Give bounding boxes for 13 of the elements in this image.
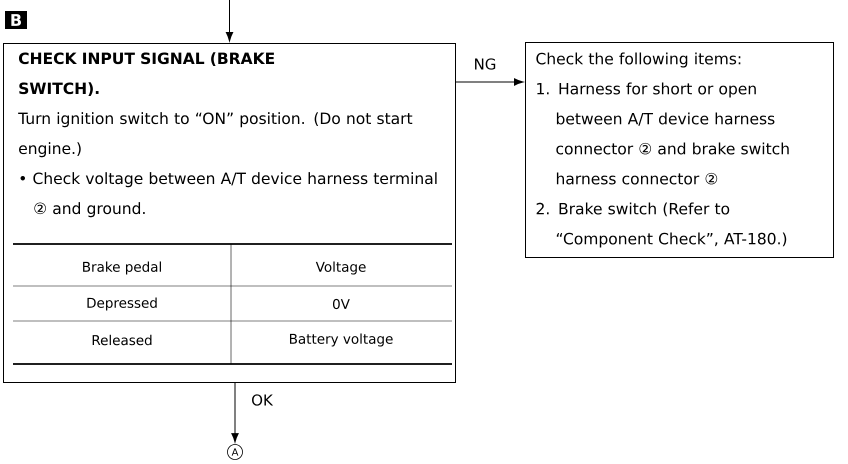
action-box: Check the following items: 1. Harness for short or open between A/T device harness connector ② and brake switch harness connector ② 2. Brake switch (Refer to “Component Check”, AT-180.) bbox=[525, 42, 834, 258]
arrow bbox=[456, 78, 524, 86]
table-cell: Depressed bbox=[87, 297, 157, 311]
edge-label: NG bbox=[475, 58, 496, 70]
table-cell: Brake pedal bbox=[83, 261, 161, 275]
table-cell: Battery voltage bbox=[290, 333, 393, 347]
table-cell: Voltage bbox=[316, 261, 366, 275]
edge-label: OK bbox=[252, 394, 274, 406]
table-cell: Released bbox=[92, 334, 152, 346]
section-badge: B bbox=[5, 11, 27, 29]
arrow bbox=[226, 0, 234, 42]
table-cell: 0V bbox=[332, 298, 350, 310]
arrow bbox=[231, 382, 239, 442]
